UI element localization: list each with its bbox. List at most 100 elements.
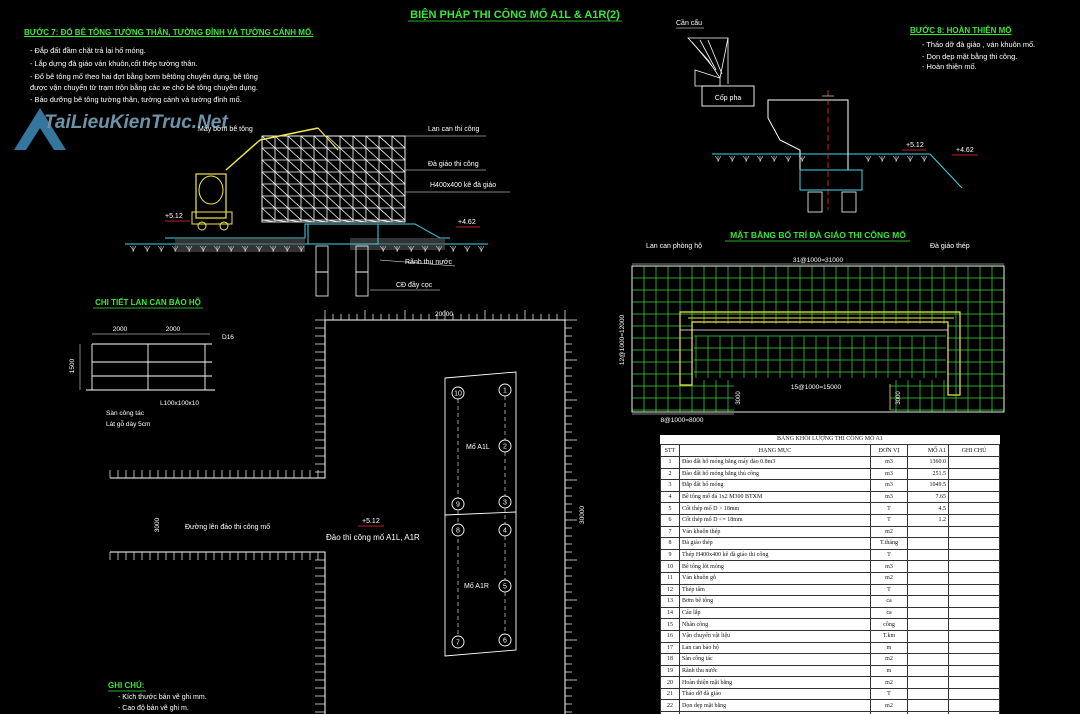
railing-angle-label: L100x100x10 [160,400,199,407]
table-cell-qty [907,571,949,585]
table-header-item: HẠNG MỤC [679,444,871,457]
table-cell-note [948,595,1000,608]
step8-elevation: Cần cẩu Cốp pha +5.12 +4.62 [676,18,978,213]
dim-r1: 3000 [736,391,742,405]
table-cell-unit: T [870,502,908,515]
island-road-width: 3000 [154,517,161,532]
island-width: 20000 [435,311,453,318]
table-cell-qty [907,676,949,689]
table-cell-note [948,699,1000,713]
table-cell-stt: 6 [660,513,680,527]
table-cell-unit: ca [870,606,908,620]
table-cell-item: Bơm bê tông [679,595,871,608]
table-header-qty: MỐ A1 [907,444,949,457]
table-cell-stt: 18 [660,653,680,666]
table-cell-unit: m3 [870,560,908,573]
table-cell-qty: 1360.0 [907,456,949,469]
table-cell-qty [907,583,949,597]
table-cell-qty [907,699,949,713]
table-cell-qty [907,687,949,701]
pump-label: Máy bơm bê tông [198,126,253,133]
table-cell-item: Đào đất hố móng bằng thủ công [679,467,871,481]
table-cell-unit: m [870,641,908,655]
table-cell-item: Hoàn thiện mặt bằng [679,676,871,689]
railing-height: 1500 [69,358,76,373]
drain-label: Rãnh thu nước [405,259,453,266]
table-cell-unit: T [870,548,908,562]
pile-number: 9 [456,502,460,509]
pile-number: 1 [503,388,507,395]
abutment-a1r: Mố A1R [464,581,489,590]
table-cell-stt: 7 [660,525,680,539]
table-cell-stt: 12 [660,583,680,597]
concrete-truck-icon [191,127,339,231]
table-cell-qty [907,537,949,550]
table-caption: BẢNG KHỐI LƯỢNG THI CÔNG MỐ A1 [777,436,883,442]
table-cell-qty: 4.5 [907,502,949,515]
table-cell-note [948,676,1000,689]
pile-label: CĐ đầy cọc [396,280,433,289]
table-cell-note [948,502,1000,515]
table-cell-note [948,629,1000,643]
table-cell-item: Rãnh thu nước [679,664,871,678]
railing-protect-label: Lan can phòng hộ [646,243,702,250]
table-header-note: GHI CHÚ [948,444,1000,457]
step8-line-1: - Tháo dỡ đà giáo , ván khuôn mố. [922,40,1036,49]
abutment-a1l: Mố A1L [466,442,490,451]
table-cell-unit: công [870,618,908,631]
railing-dim-b: 2000 [166,326,181,333]
step8-line-3: - Hoàn thiện mố. [922,62,977,71]
elev-462-left: +4.62 [458,219,476,226]
table-cell-note [948,456,1000,469]
scaffold-plan: MẶT BẰNG BỐ TRÍ ĐÀ GIÁO THI CÔNG MỐ Lan … [619,229,1005,424]
island-road-label: Đường lên đảo thi công mố [185,522,270,531]
table-cell-unit: m2 [870,699,908,713]
table-cell-item: Vận chuyển vật liệu [679,629,871,643]
table-cell-stt: 8 [660,537,680,550]
table-cell-item: Đắp đất hố móng [679,479,871,492]
table-cell-qty [907,664,949,678]
railing-work-label: Lan can thi công [428,126,479,133]
table-cell-item: Cốt thép mố D > 18mm [679,502,871,515]
step7-line-1: - Đắp đất đầm chặt trả lại hố móng. [30,46,146,55]
table-cell-item: Đà giáo thép [679,537,871,550]
table-cell-stt: 19 [660,664,680,678]
notes-line-1: - Kích thước bản vẽ ghi mm. [118,694,207,701]
table-cell-unit: m3 [870,479,908,492]
table-cell-stt: 5 [660,502,680,515]
step7-line-4: được vận chuyển từ trạm trộn bằng các xe… [30,83,258,92]
table-cell-item: Dọn dẹp mặt bằng [679,699,871,713]
table-cell-note [948,653,1000,666]
pile-number: 6 [503,638,507,645]
pile-number: 2 [503,444,507,451]
railing-detail: CHI TIẾT LAN CAN BẢO HỘ 2000 2000 D16 15… [69,297,234,428]
table-cell-qty [907,641,949,655]
island-label: Đảo thi công mố A1L, A1R [326,533,420,542]
table-cell-item: Tháo dỡ đà giáo [679,687,871,701]
step7-line-5: - Bảo dưỡng bê tông tường thân, tường cá… [30,95,242,104]
table-cell-unit: T [870,583,908,597]
table-cell-unit: m3 [870,490,908,504]
table-header-stt: STT [660,444,680,457]
table-cell-unit: m2 [870,525,908,539]
step7-title: BƯỚC 7: ĐỔ BÊ TÔNG TƯỜNG THÂN, TƯỜNG ĐỈN… [24,28,314,37]
drawing-title: BIỆN PHÁP THI CÔNG MỐ A1L & A1R(2) [410,7,620,21]
pile-marker [498,439,512,453]
table-cell-stt: 15 [660,618,680,631]
table-cell-note [948,618,1000,631]
dim-r2: 3000 [896,391,902,405]
